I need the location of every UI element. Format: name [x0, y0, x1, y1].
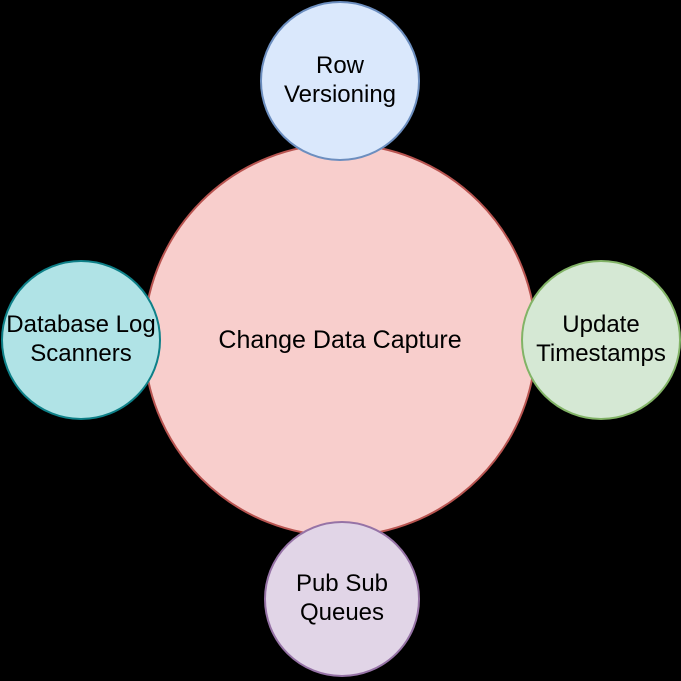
node-row-versioning: Row Versioning: [260, 1, 420, 161]
node-label: Update Timestamps: [536, 311, 666, 367]
node-pub-sub-queues: Pub Sub Queues: [264, 521, 420, 677]
node-label: Pub Sub Queues: [295, 570, 389, 626]
node-label: Database Log Scanners: [6, 311, 156, 367]
node-label: Change Data Capture: [218, 326, 462, 354]
node-database-log-scanners: Database Log Scanners: [1, 260, 161, 420]
node-update-timestamps: Update Timestamps: [521, 260, 681, 420]
node-change-data-capture: Change Data Capture: [143, 143, 537, 537]
node-label: Row Versioning: [283, 52, 397, 108]
